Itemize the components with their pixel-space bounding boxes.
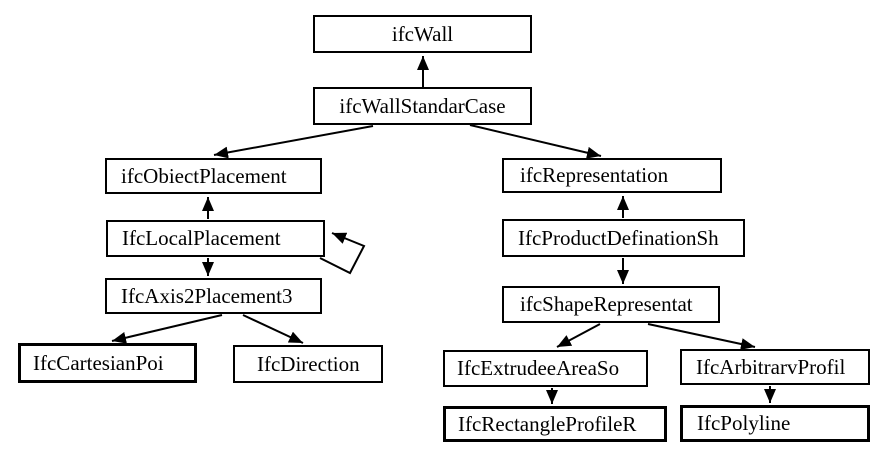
edge-axis2placement-to-cartesianpoi-arrow [111,314,223,344]
node-ifcwallstandarcase: ifcWallStandarCase [313,87,532,125]
node-ifcarbitrarvprofil: IfcArbitrarvProfil [680,349,870,385]
node-ifcwall: ifcWall [313,15,532,53]
node-ifcextrudeeareaso: IfcExtrudeeAreaSo [443,350,648,387]
node-ifcshaperepresentat: ifcShapeRepresentat [502,286,720,323]
node-ifcrectangleprofiler: IfcRectangleProfileR [443,406,667,442]
node-ifcaxis2placement3: IfcAxis2Placement3 [105,278,322,314]
node-ifccartesianpoi: IfcCartesianPoi [18,343,197,383]
node-ifcrepresentation: ifcRepresentation [502,158,722,193]
node-ifcobiectplacement: ifcObiectPlacement [105,158,322,194]
node-ifclocalplacement: IfcLocalPlacement [106,220,325,257]
edge-shaperepresentat-to-arbitrarvprofil-arrow [647,323,756,350]
node-ifcproductdefinationsh: IfcProductDefinationSh [502,219,745,257]
edge-shaperepresentat-to-extrudeeareaso-arrow [556,323,601,348]
edge-wallstandarcase-to-obiectplacement-arrow [213,125,374,159]
edge-wallstandarcase-to-representation-arrow [469,124,602,159]
node-ifcdirection: IfcDirection [233,345,383,383]
node-ifcpolyline: IfcPolyline [680,405,870,442]
edge-localplacement-self-loop-arrow [319,232,366,275]
edge-axis2placement-to-direction-arrow [242,314,304,344]
